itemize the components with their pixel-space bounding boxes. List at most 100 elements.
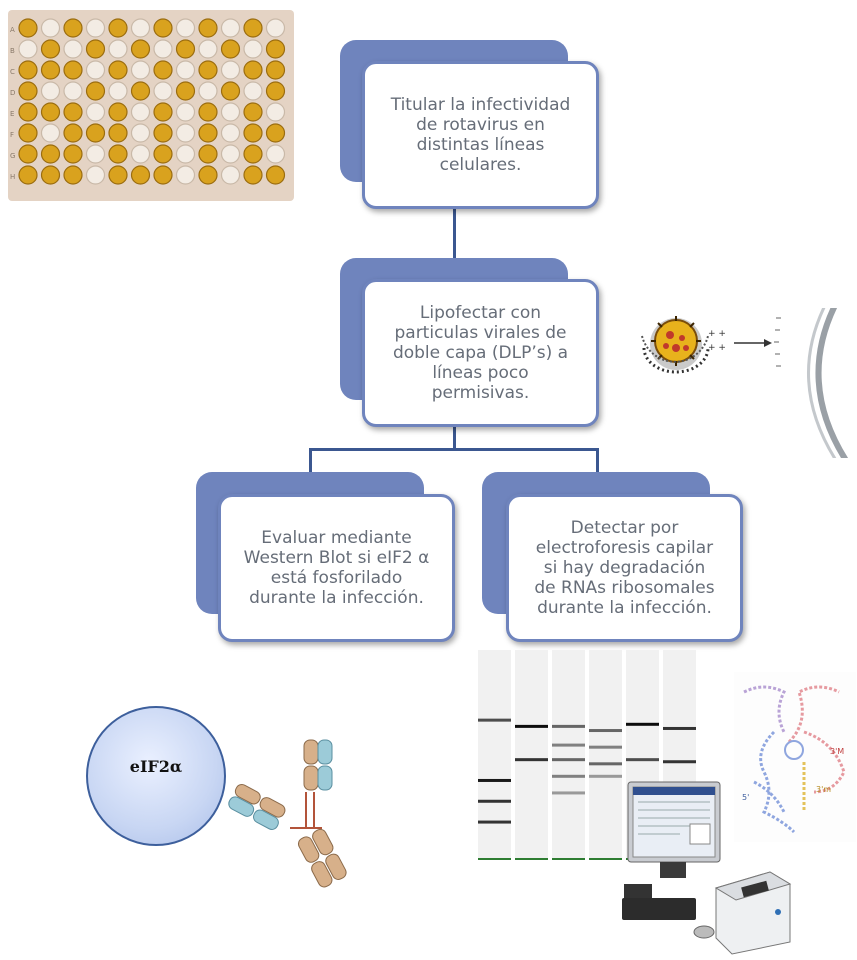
gel-lane: [552, 650, 585, 858]
gel-lane-base: [552, 858, 585, 860]
plate-well: [198, 102, 218, 122]
plate-well: [220, 39, 241, 59]
plate-well: [18, 18, 38, 38]
plate-well: [153, 18, 173, 38]
gel-lane: [478, 650, 511, 858]
gel-lane: [589, 650, 622, 858]
gel-band: [552, 791, 585, 795]
connector-1-2: [453, 208, 456, 260]
plate-well: [63, 165, 83, 185]
plate-well: [153, 81, 173, 101]
rrna-structure-icon: 3'M 3'm 5': [734, 672, 856, 842]
gel-band: [478, 820, 511, 824]
plate-well: [85, 60, 106, 80]
plate-well: [175, 165, 196, 185]
gel-band: [663, 726, 696, 730]
plate-well: [40, 81, 61, 101]
gel-lane-base: [478, 858, 511, 860]
plate-well: [40, 165, 61, 185]
plate-well: [108, 123, 128, 143]
plate-well: [220, 123, 241, 143]
eif2-protein-circle: [86, 706, 226, 846]
plate-well: [108, 18, 128, 38]
box2-lipofectar: Lipofectar con particulas virales de dob…: [362, 279, 599, 427]
plate-well: [243, 165, 263, 185]
plate-well: [220, 165, 241, 185]
plate-well: [63, 39, 83, 59]
plate-well: [18, 81, 38, 101]
plate-well: [153, 60, 173, 80]
box4-text: Detectar por electroforesis capilar si h…: [534, 518, 715, 618]
plate-well: [220, 144, 241, 164]
plate-well: [108, 102, 128, 122]
antibody-icon: [220, 736, 370, 896]
box4-electroforesis: Detectar por electroforesis capilar si h…: [506, 494, 743, 642]
virus-lipofection-illustration: + + + +: [636, 276, 856, 470]
plate-well: [243, 60, 263, 80]
plate-well: [130, 18, 151, 38]
box3-text: Evaluar mediante Western Blot si eIF2 α …: [243, 528, 430, 608]
box1-text: Titular la infectividad de rotavirus en …: [390, 95, 571, 175]
plate-well: [108, 144, 128, 164]
plate-well: [175, 18, 196, 38]
plate-well: [130, 165, 151, 185]
plate-well: [153, 39, 173, 59]
plate-well: [175, 39, 196, 59]
rrna-label-5: 5': [742, 793, 749, 802]
gel-lane-base: [515, 858, 548, 860]
plate-well: [85, 144, 106, 164]
plate-well: [265, 123, 286, 143]
plate-well: [175, 81, 196, 101]
arrow-icon: [734, 339, 772, 347]
plate-well: [198, 123, 218, 143]
plate-well: [85, 102, 106, 122]
gel-band: [589, 762, 622, 766]
plate-well: [243, 39, 263, 59]
plate-well: [175, 60, 196, 80]
plate-well: [243, 144, 263, 164]
plate-row-label: C: [10, 68, 15, 76]
box3-western-blot: Evaluar mediante Western Blot si eIF2 α …: [218, 494, 455, 642]
plate-well: [18, 165, 38, 185]
plate-row-label: A: [10, 26, 15, 34]
plate-well: [63, 102, 83, 122]
plate-well: [85, 123, 106, 143]
svg-text:+ +: + +: [708, 329, 726, 339]
gel-lane-base: [589, 858, 622, 860]
svg-text:+ +: + +: [708, 343, 726, 353]
plate-well: [18, 123, 38, 143]
plate-well: [85, 81, 106, 101]
plate-well: [63, 144, 83, 164]
plate-well: [18, 39, 38, 59]
rrna-label-3M: 3'M: [830, 747, 844, 756]
cell-membrane-icon: [774, 276, 854, 470]
plate-well: [130, 81, 151, 101]
plate-well: [40, 102, 61, 122]
plate-well: [243, 18, 263, 38]
plate-well: [108, 81, 128, 101]
plate-well: [175, 123, 196, 143]
plate-well: [175, 144, 196, 164]
plate-well: [130, 60, 151, 80]
gel-band: [589, 729, 622, 733]
plate-well: [153, 165, 173, 185]
plate-well: [243, 123, 263, 143]
plate-row-label: F: [10, 131, 14, 139]
gel-band: [552, 758, 585, 762]
plate-well: [220, 60, 241, 80]
box2-text: Lipofectar con particulas virales de dob…: [392, 303, 569, 403]
gel-band: [515, 758, 548, 762]
plate-row-label: E: [10, 110, 14, 118]
plate-well: [198, 18, 218, 38]
gel-band: [663, 760, 696, 764]
plate-well: [265, 81, 286, 101]
plate-well: [265, 102, 286, 122]
plate-well: [265, 39, 286, 59]
plate-well: [108, 165, 128, 185]
gel-band: [626, 722, 659, 726]
plate-well: [220, 102, 241, 122]
plate-well: [265, 18, 286, 38]
plate-well: [153, 123, 173, 143]
gel-band: [478, 799, 511, 803]
